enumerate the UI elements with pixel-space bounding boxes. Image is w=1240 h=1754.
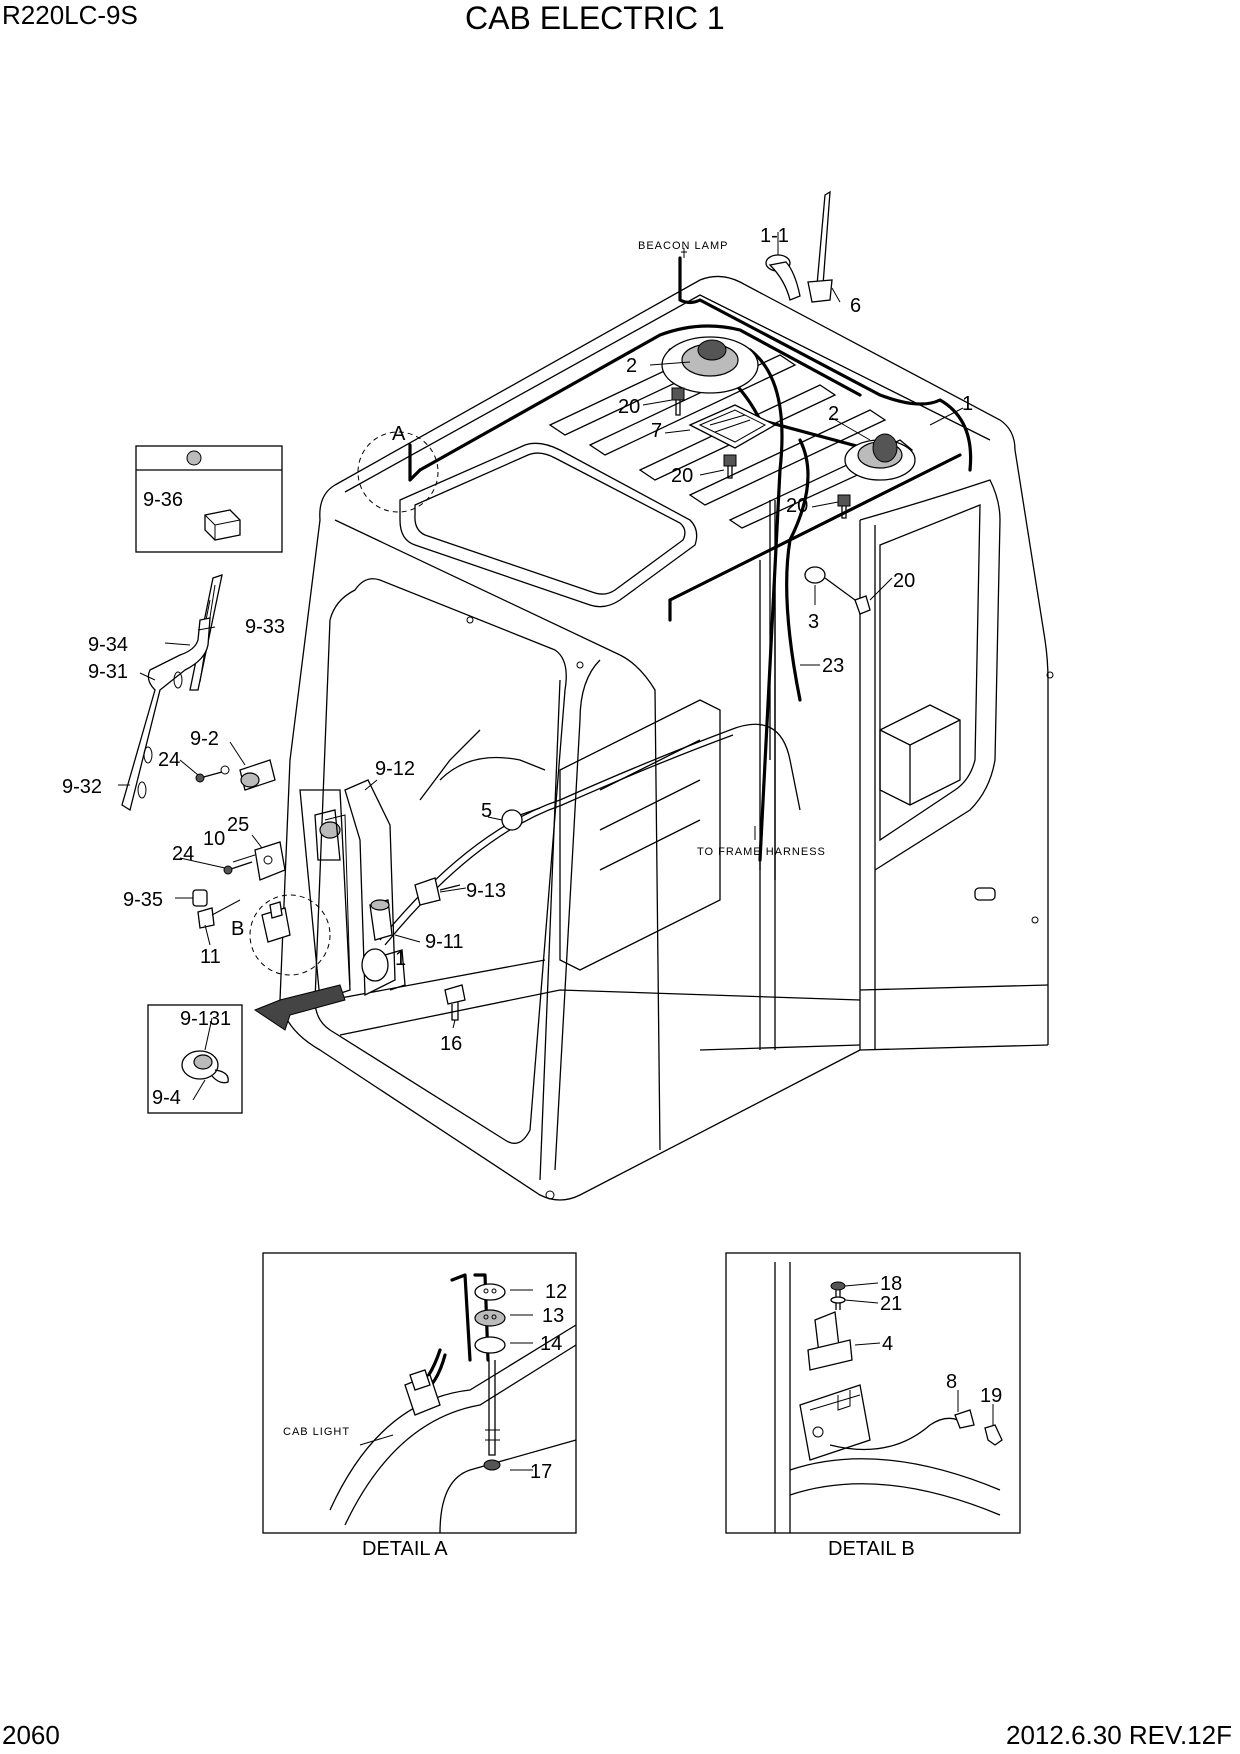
- part-label: 9-12: [375, 758, 415, 780]
- part-label: 5: [481, 800, 492, 822]
- part-label: 24: [172, 843, 194, 865]
- part-label: 2: [828, 403, 839, 425]
- part-label: 19: [980, 1385, 1002, 1407]
- part-label: 2: [626, 355, 637, 377]
- bolt-20-front: [671, 387, 685, 416]
- model-number: R220LC-9S: [2, 0, 138, 30]
- detail-a-marker: A: [392, 423, 406, 445]
- part-label: 16: [440, 1033, 462, 1055]
- revision-date: 2012.6.30 REV.12F: [1006, 1720, 1232, 1750]
- bolt-24-upper: [195, 771, 223, 783]
- part-label: 9-32: [62, 776, 102, 798]
- part-label: 20: [893, 570, 915, 592]
- part-label: 20: [671, 465, 693, 487]
- part-label: 9-11: [425, 931, 464, 953]
- part-label: 9-2: [190, 728, 219, 750]
- detail-a-circle: [357, 431, 439, 513]
- part-label: 9-34: [88, 634, 128, 656]
- door-switch-b-mini: [261, 901, 291, 943]
- relay-9-13: [414, 877, 461, 906]
- room-lamp: [688, 404, 777, 449]
- box-9-36: [135, 445, 283, 553]
- part-label: 20: [786, 495, 808, 517]
- part-label: 8: [946, 1371, 957, 1393]
- part-label: 17: [530, 1461, 552, 1483]
- bolt-16: [444, 984, 466, 1021]
- bolt-20-rear: [837, 494, 851, 519]
- part-label: 9-4: [152, 1087, 181, 1109]
- part-label: 13: [542, 1305, 564, 1327]
- cab-light-note: CAB LIGHT: [283, 1426, 350, 1438]
- part-label: 1: [395, 948, 406, 970]
- beacon-lamp-base: [765, 254, 801, 301]
- part-label: 9-35: [123, 889, 163, 911]
- page-title: CAB ELECTRIC 1: [465, 0, 725, 36]
- detail-b-marker: B: [231, 918, 244, 940]
- part-label: 23: [822, 655, 844, 677]
- cap-9-35: [192, 889, 208, 907]
- part-label: 9-131: [180, 1008, 231, 1030]
- detail-b-box: [725, 1252, 1021, 1534]
- clamp-9-2: [220, 759, 276, 791]
- heater-duct-5: [501, 807, 541, 831]
- part-label: 4: [882, 1333, 893, 1355]
- antenna: [807, 190, 833, 303]
- bolt-20-middle: [723, 454, 737, 479]
- detail-b-circle: [249, 894, 331, 976]
- part-label: 12: [545, 1281, 567, 1303]
- part-label: 9-36: [143, 489, 183, 511]
- switch-panel-9-12: [299, 779, 396, 1001]
- detail-b-caption: DETAIL B: [828, 1538, 915, 1560]
- part-label: 1-1: [760, 225, 789, 247]
- part-label: 18: [880, 1273, 902, 1295]
- part-label: 20: [618, 396, 640, 418]
- part-label: 9-31: [88, 661, 128, 683]
- speaker-rear: [844, 433, 916, 481]
- knob-1: [361, 948, 406, 991]
- part-label: 3: [808, 611, 819, 633]
- page-number: 2060: [2, 1720, 60, 1750]
- bolt-24-lower: [223, 861, 253, 875]
- part-label: 21: [880, 1293, 902, 1315]
- side-harness: [379, 723, 801, 946]
- part-label: 14: [540, 1333, 562, 1355]
- part-label: 11: [200, 946, 221, 968]
- view-arrow: [253, 984, 346, 1031]
- detail-a-caption: DETAIL A: [362, 1538, 448, 1560]
- leader-lines: [118, 232, 994, 1471]
- part-label: 6: [850, 295, 861, 317]
- beacon-lamp-note: BEACON LAMP: [638, 240, 728, 252]
- relay-9-11: [369, 899, 393, 941]
- to-frame-harness-note: TO FRAME HARNESS: [697, 846, 826, 858]
- part-label: 24: [158, 749, 180, 771]
- cab-frame: [279, 275, 1054, 1201]
- part-label: 10: [203, 828, 225, 850]
- part-label: 1: [962, 393, 973, 415]
- box-9-131: [147, 1004, 243, 1114]
- clip-3: [804, 566, 871, 615]
- connector-11: [197, 899, 241, 929]
- mount-bracket-9-31: [121, 617, 211, 812]
- part-label: 7: [651, 420, 662, 442]
- part-label: 9-13: [466, 880, 506, 902]
- speaker-front: [661, 336, 759, 394]
- part-label: 9-33: [245, 616, 285, 638]
- plate-10: [254, 841, 286, 881]
- part-label: 25: [227, 814, 249, 836]
- detail-a-box: [262, 1252, 577, 1534]
